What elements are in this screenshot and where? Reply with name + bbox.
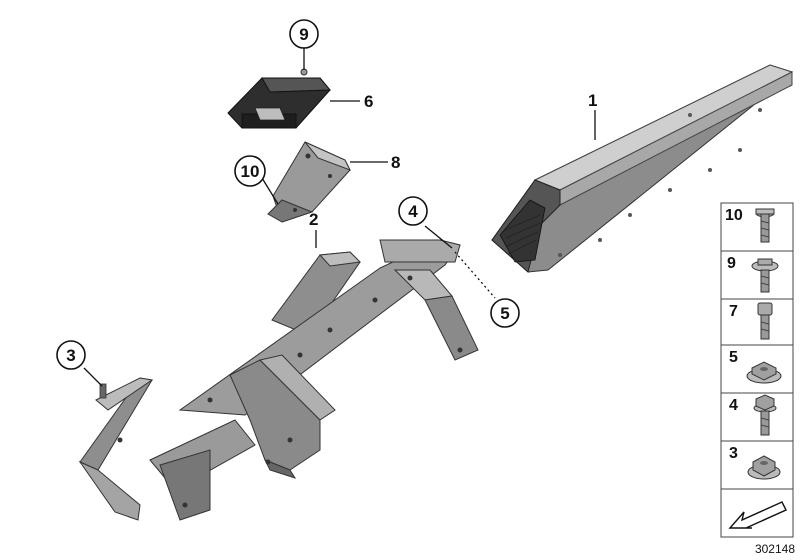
stud-part-3-indicator [83,367,107,399]
legend-item-10[interactable]: 10 [720,202,794,252]
callout-circle-9: 9 [289,19,319,49]
svg-text:10: 10 [725,207,743,224]
exploded-view-arrow-icon [728,501,787,529]
reference-number: 302148 [755,542,795,556]
callout-1: 1 [588,91,597,110]
callout-8: 8 [391,153,400,172]
module-part-6[interactable] [227,48,360,129]
svg-text:9: 9 [727,255,736,272]
callout-circle-3: 3 [56,340,86,370]
hex-bolt-icon [753,394,777,436]
svg-text:3: 3 [729,445,738,462]
callout-circle-5: 5 [490,298,520,328]
torx-screw-long-icon [755,208,775,243]
main-bracket-part-2[interactable] [78,230,479,521]
legend-item-3[interactable]: 3 [720,440,794,490]
callout-circle-10: 10 [234,155,266,187]
svg-text:5: 5 [729,349,738,366]
callout-6: 6 [364,92,373,111]
svg-text:4: 4 [408,202,418,221]
control-unit-part-1[interactable] [491,64,794,273]
callout-2: 2 [309,210,318,229]
svg-text:10: 10 [241,162,260,181]
callout-circle-4: 4 [398,196,428,226]
svg-text:4: 4 [729,397,738,414]
hex-nut-icon [747,455,781,480]
flange-screw-icon [751,258,779,293]
fastener-legend: 10 9 7 [720,202,794,538]
legend-item-9[interactable]: 9 [720,250,794,300]
svg-text:9: 9 [299,25,308,44]
exploded-view-arrow-box [720,488,794,538]
svg-text:3: 3 [66,346,75,365]
legend-item-5[interactable]: 5 [720,344,794,394]
flange-nut-icon [746,361,782,384]
socket-screw-icon [757,302,773,340]
svg-text:7: 7 [729,303,738,320]
svg-text:5: 5 [500,304,509,323]
legend-item-7[interactable]: 7 [720,298,794,346]
legend-item-4[interactable]: 4 [720,392,794,442]
small-bracket-part-8[interactable] [261,141,388,223]
